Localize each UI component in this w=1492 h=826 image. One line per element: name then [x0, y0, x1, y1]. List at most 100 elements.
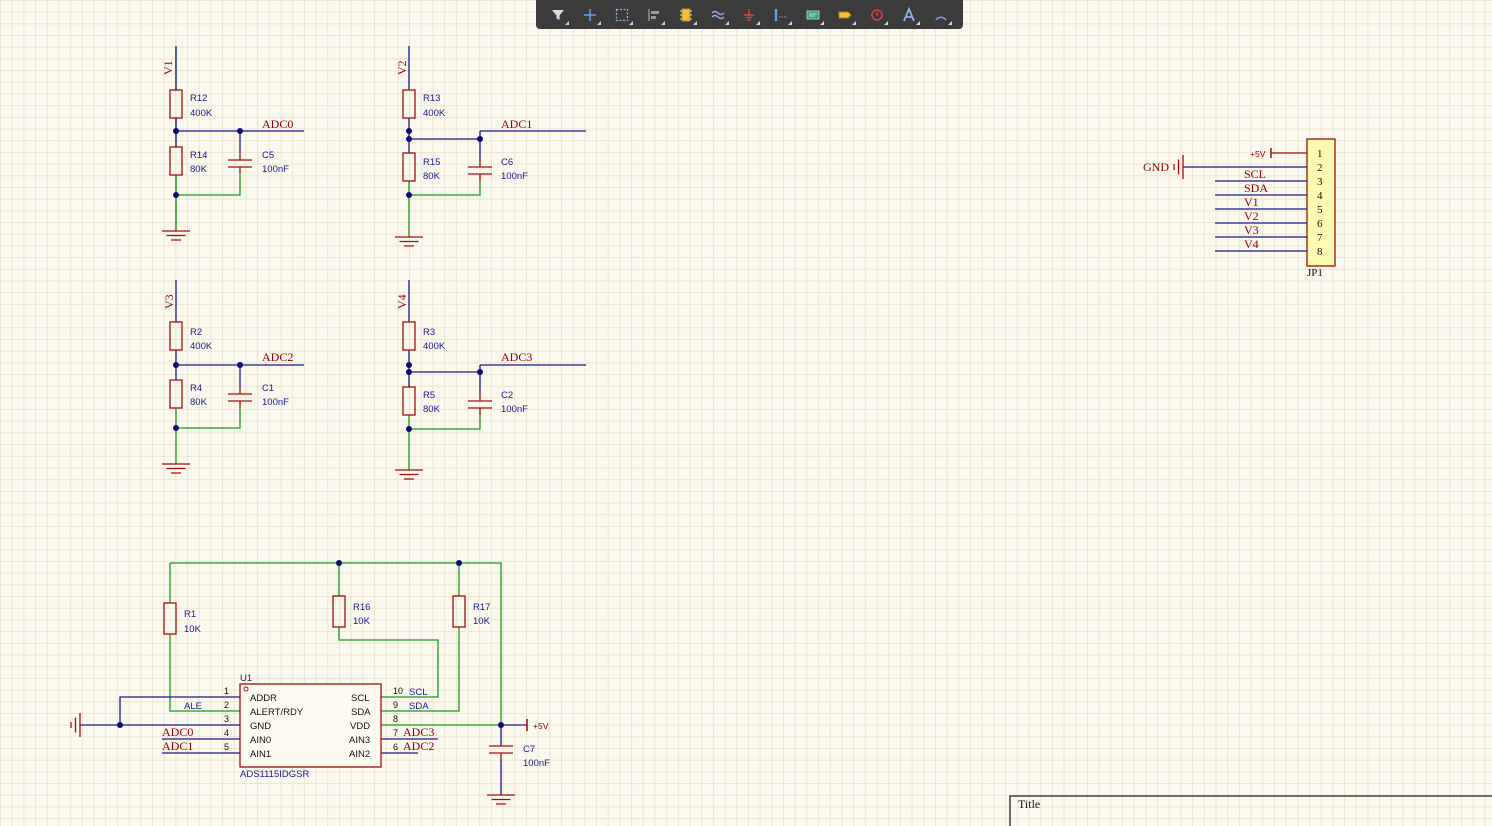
net-label-scl: SCL: [409, 687, 427, 698]
jp1-body[interactable]: [1306, 138, 1336, 267]
u1-pin-number: 1: [224, 686, 229, 696]
ground-icon: [744, 8, 755, 21]
net-label-v2: V2: [395, 60, 409, 75]
ground-symbol: [394, 236, 424, 247]
net-label-v4: V4: [395, 294, 409, 309]
power-port-tool[interactable]: [738, 4, 761, 26]
u1-pin-name: ADDR: [250, 693, 277, 704]
jp1-pin: 5: [1317, 204, 1323, 216]
ground-symbol-left: [70, 713, 81, 737]
junction: [456, 560, 462, 566]
u1-pin-number: 2: [224, 700, 229, 710]
r14-value: 80K: [190, 164, 208, 175]
net-label-v4: V4: [1244, 237, 1259, 251]
r4-body[interactable]: [169, 379, 183, 409]
filter-tool[interactable]: [547, 4, 569, 26]
r16-body[interactable]: [332, 595, 346, 628]
r13-body[interactable]: [402, 89, 416, 119]
net-label-ale: ALE: [184, 701, 202, 712]
wave-icon: [711, 10, 725, 19]
net-label-v3: V3: [162, 294, 176, 309]
net-label-adc3: ADC3: [403, 725, 434, 739]
net-label-adc2: ADC2: [403, 739, 434, 753]
net-label-adc1: ADC1: [501, 117, 532, 131]
jp1-pin: 6: [1317, 218, 1323, 230]
c5-value: 100nF: [262, 164, 289, 175]
net-label-sda: SDA: [1244, 181, 1268, 195]
r17-designator: R17: [473, 602, 490, 613]
port-tool[interactable]: [834, 4, 857, 26]
text-tool[interactable]: [898, 4, 921, 26]
c2-designator: C2: [501, 390, 513, 401]
junction: [237, 362, 243, 368]
r13-designator: R13: [423, 93, 440, 104]
c1-designator: C1: [262, 383, 274, 394]
c6-body[interactable]: [468, 160, 492, 181]
r5-body[interactable]: [402, 386, 416, 416]
jp1-pin: 3: [1317, 176, 1323, 188]
junction: [117, 722, 123, 728]
directive-tool[interactable]: [866, 4, 889, 26]
u1-pin-number: 3: [224, 714, 229, 724]
ground-symbol: [486, 794, 516, 805]
r1-designator: R1: [184, 609, 196, 620]
bus-tool[interactable]: [770, 4, 793, 26]
u1-body[interactable]: [239, 683, 382, 768]
title-label: Title: [1018, 797, 1040, 811]
u1-pin-name: VDD: [350, 721, 370, 732]
r2-body[interactable]: [169, 321, 183, 351]
r12-body[interactable]: [169, 89, 183, 119]
u1-pin-number: 7: [393, 728, 398, 738]
r17-body[interactable]: [452, 595, 466, 628]
divider-v1: V1 ADC0 R12 400K R14 80K C5 100nF: [161, 46, 304, 241]
r13-value: 400K: [423, 108, 446, 119]
r15-body[interactable]: [402, 152, 416, 182]
junction: [406, 136, 412, 142]
connector-jp1: +5V GND SCL SDA V1 V2 V3 V4 1 2 3 4 5 6 …: [1143, 138, 1336, 279]
junction: [498, 722, 504, 728]
jp1-designator: JP1: [1307, 267, 1323, 279]
c5-body[interactable]: [228, 153, 252, 174]
c7-body[interactable]: [489, 745, 513, 760]
arc-icon: [935, 16, 947, 21]
sheet-symbol-tool[interactable]: [802, 4, 825, 26]
c1-value: 100nF: [262, 397, 289, 408]
c1-body[interactable]: [228, 387, 252, 408]
dashed-rect-icon: [615, 8, 628, 21]
wire-cross-tool[interactable]: [579, 4, 601, 26]
c6-designator: C6: [501, 157, 513, 168]
gnd-symbol-jp1: [1173, 155, 1184, 179]
junction: [173, 425, 179, 431]
junction: [406, 192, 412, 198]
junction: [173, 362, 179, 368]
c2-value: 100nF: [501, 404, 528, 415]
net-label-adc1: ADC1: [162, 739, 193, 753]
r1-body[interactable]: [163, 602, 177, 635]
c2-body[interactable]: [468, 394, 492, 415]
u1-pin-number: 9: [393, 700, 398, 710]
filter-icon: [551, 9, 564, 20]
net-label-adc0: ADC0: [262, 117, 293, 131]
net-label-v3: V3: [1244, 223, 1259, 237]
align-icon: [648, 8, 659, 21]
arc-tool[interactable]: [930, 4, 953, 26]
r3-designator: R3: [423, 327, 435, 338]
r14-body[interactable]: [169, 146, 183, 176]
r4-value: 80K: [190, 397, 208, 408]
c7-designator: C7: [523, 744, 535, 755]
divider-v2: V2 ADC1 R13 400K R15 80K C6 100nF: [394, 46, 586, 247]
u1-designator: U1: [240, 673, 252, 684]
power-label-plus5v: +5V: [533, 721, 549, 731]
component-icon: [679, 8, 692, 21]
place-part-tool[interactable]: [675, 4, 697, 26]
r3-body[interactable]: [402, 321, 416, 351]
harness-tool[interactable]: [707, 4, 729, 26]
sheet-symbol-icon: [806, 10, 820, 19]
junction: [406, 369, 412, 375]
u1-pin-name: AIN0: [250, 735, 271, 746]
align-tool[interactable]: [643, 4, 665, 26]
net-label-adc3: ADC3: [501, 350, 532, 364]
r5-designator: R5: [423, 390, 435, 401]
select-area-tool[interactable]: [611, 4, 633, 26]
